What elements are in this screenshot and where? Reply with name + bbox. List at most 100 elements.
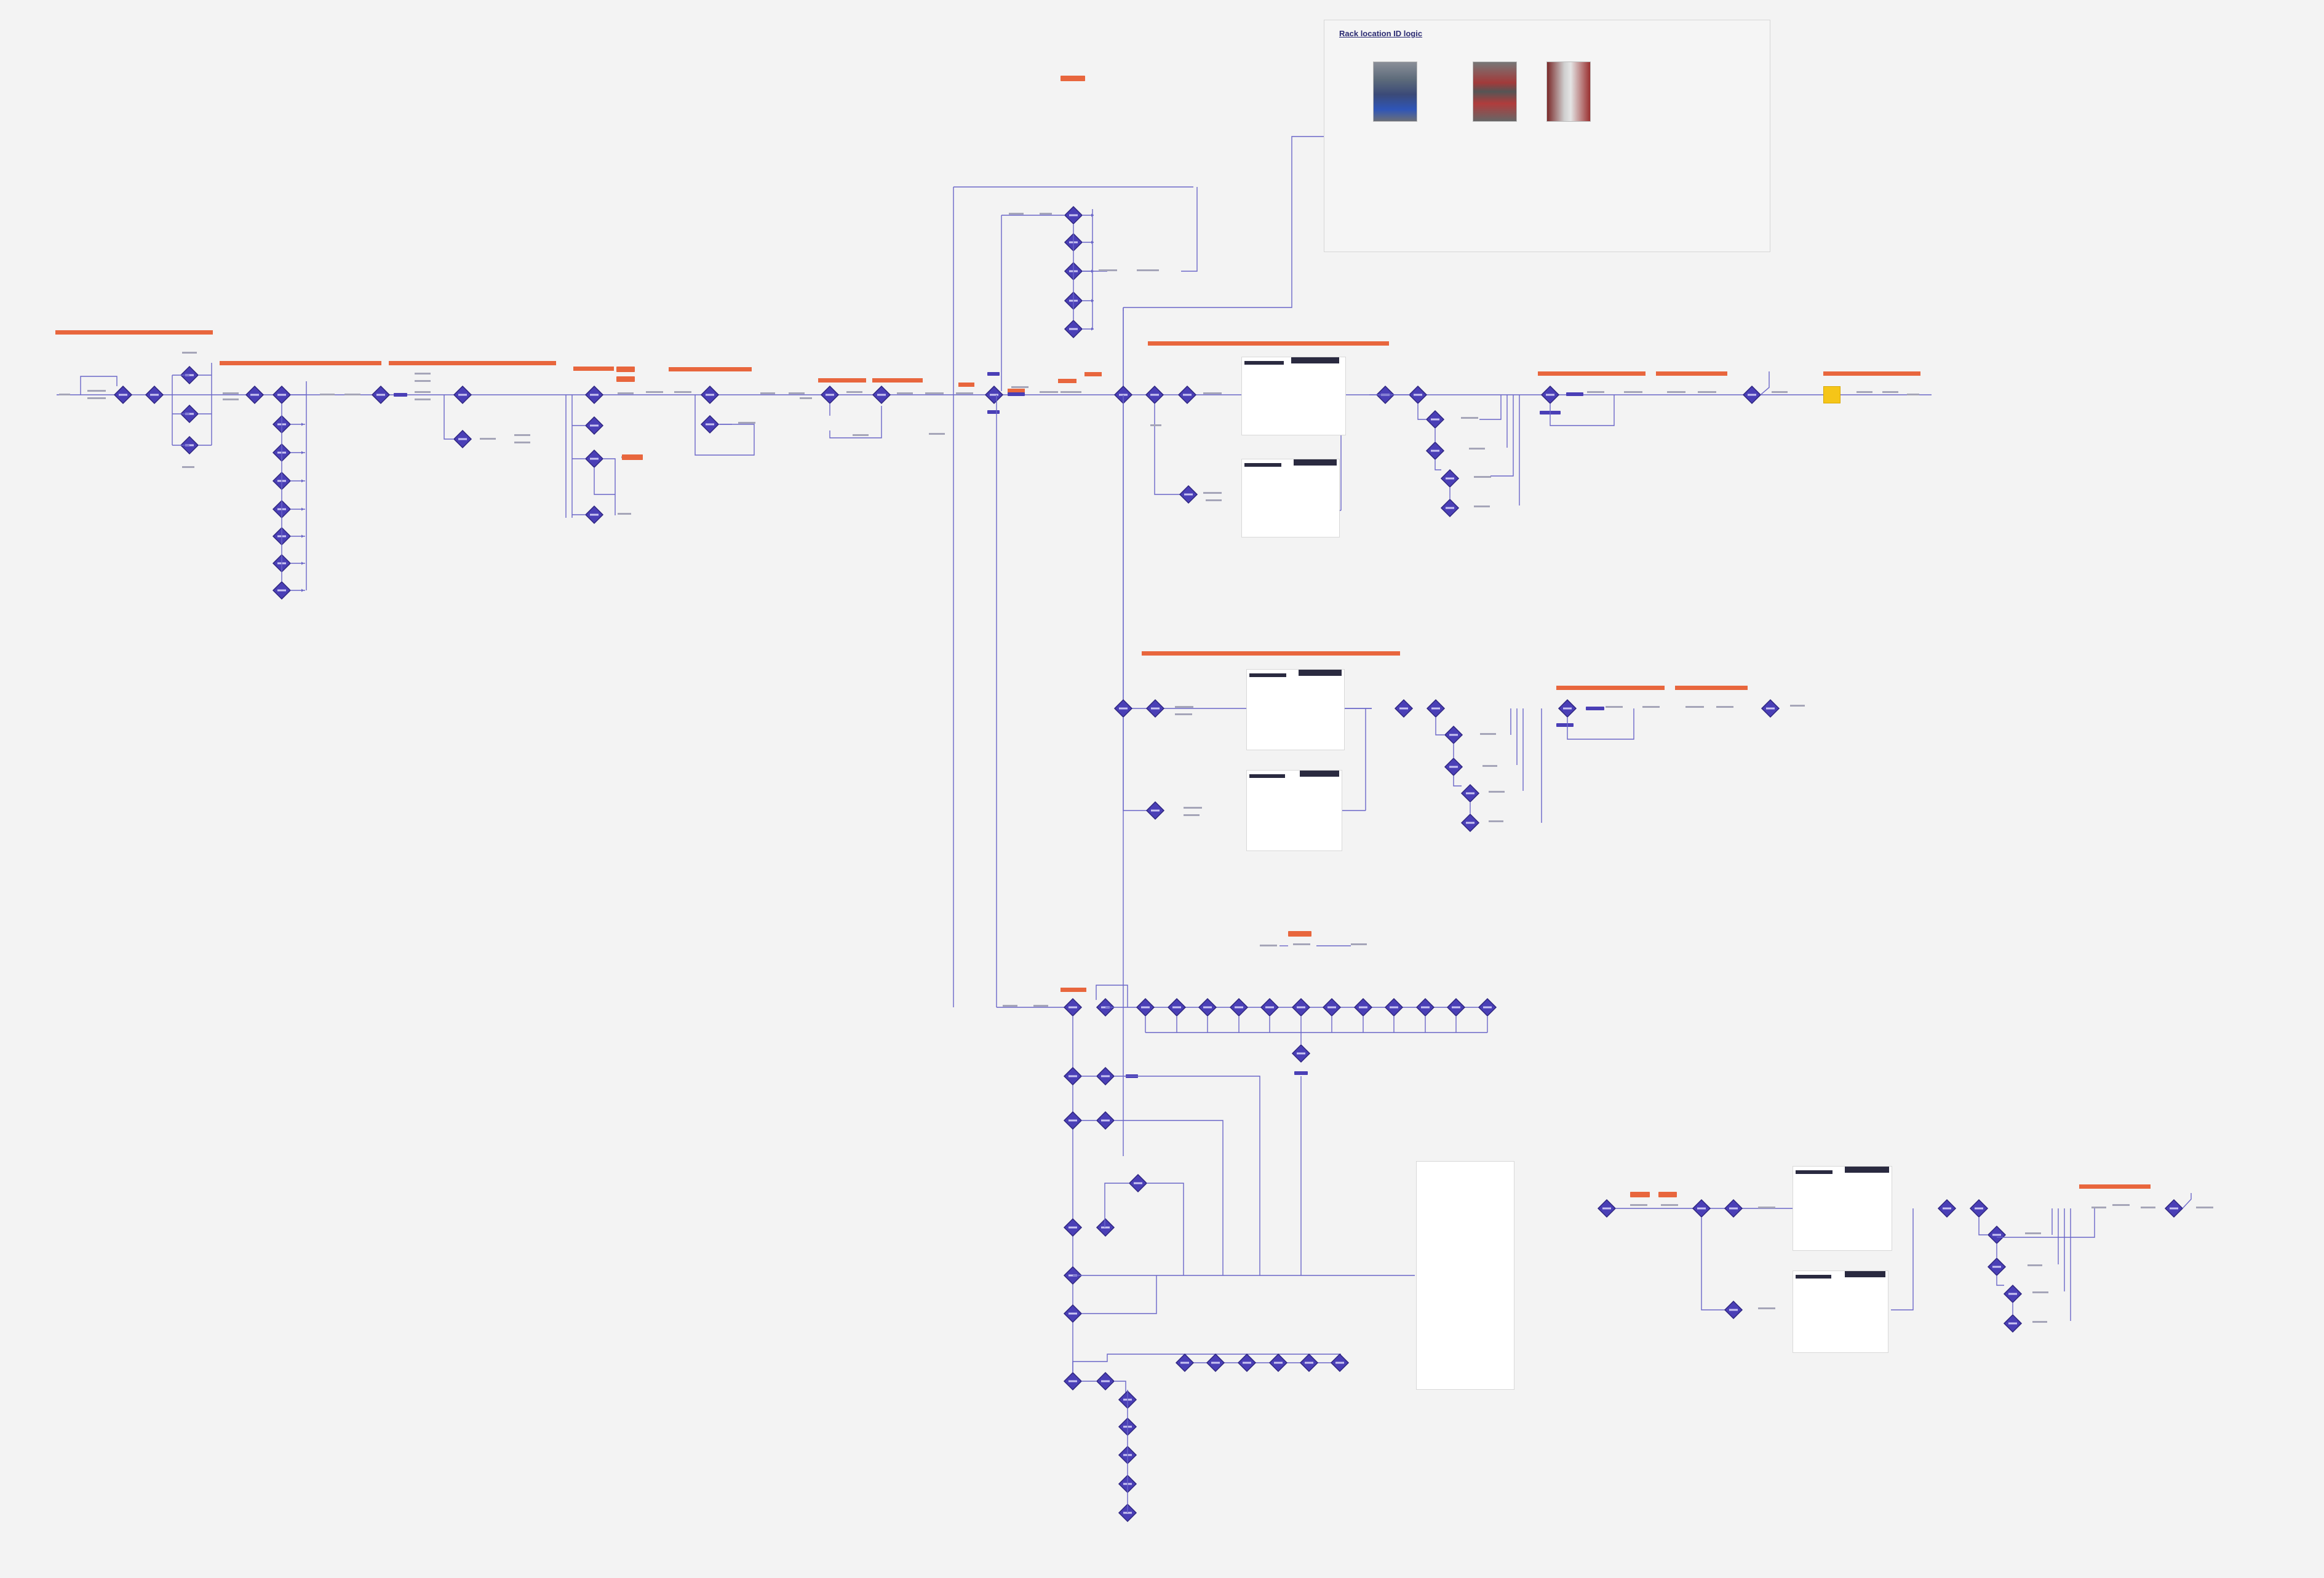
- step-label-placeholder: [925, 392, 944, 394]
- decision-text-placeholder: [1452, 1006, 1460, 1009]
- decision-text-placeholder: [1101, 1380, 1110, 1382]
- step-label-placeholder: [223, 392, 239, 394]
- step-label-placeholder: [1907, 394, 1919, 395]
- connector-line: [1123, 717, 1147, 811]
- decision-text-placeholder: [1563, 707, 1572, 710]
- decision-text-placeholder: [590, 458, 599, 460]
- step-label-placeholder: [415, 391, 431, 393]
- step-label-placeholder: [1489, 820, 1503, 822]
- step-label-placeholder: [1661, 1204, 1678, 1206]
- decision-text-placeholder: [1992, 1234, 2001, 1236]
- step-label-placeholder: [1758, 1207, 1775, 1208]
- decision-text-placeholder: [877, 394, 886, 396]
- orange-tag: [622, 454, 643, 460]
- decision-text-placeholder: [119, 394, 127, 396]
- step-label-placeholder: [789, 392, 805, 394]
- step-label-placeholder: [1099, 269, 1117, 271]
- step-pill[interactable]: [987, 372, 1000, 376]
- connector-line: [1701, 1217, 1725, 1310]
- step-label-placeholder: [1630, 1204, 1647, 1206]
- step-label-placeholder: [1480, 733, 1496, 735]
- arrow-head: [301, 479, 304, 483]
- connector-line: [1417, 403, 1427, 420]
- step-label-placeholder: [2032, 1321, 2047, 1323]
- decision-text-placeholder: [1305, 1362, 1313, 1364]
- step-label-placeholder: [1790, 705, 1805, 707]
- connector-line: [1891, 1208, 1914, 1310]
- section-banner: [1556, 686, 1665, 690]
- step-label-placeholder: [344, 394, 360, 395]
- section-banner: [1148, 341, 1389, 346]
- step-label-placeholder: [618, 392, 634, 394]
- step-label-placeholder: [2112, 1204, 2130, 1206]
- step-label-placeholder: [2091, 1207, 2106, 1208]
- decision-text-placeholder: [1327, 1006, 1336, 1009]
- step-label-placeholder: [1758, 1307, 1775, 1309]
- connector-line: [1123, 136, 1324, 308]
- section-banner: [669, 367, 752, 371]
- orange-tag: [1658, 1192, 1677, 1197]
- decision-text-placeholder: [1297, 1052, 1305, 1055]
- step-label-placeholder: [1587, 391, 1604, 393]
- decision-text-placeholder: [1101, 1119, 1110, 1122]
- step-label-placeholder: [618, 513, 631, 515]
- decision-text-placeholder: [1151, 707, 1160, 710]
- decision-text-placeholder: [1172, 1006, 1181, 1009]
- orange-tag: [616, 376, 635, 382]
- step-label-placeholder: [956, 392, 973, 394]
- step-label-placeholder: [2141, 1207, 2155, 1208]
- step-label-placeholder: [929, 433, 945, 435]
- orange-tag: [1288, 931, 1311, 937]
- warehouse-photo-1: [1373, 61, 1417, 122]
- decision-text-placeholder: [1235, 1006, 1243, 1009]
- step-pill[interactable]: [1566, 392, 1583, 396]
- step-label-placeholder: [87, 397, 106, 399]
- step-label-placeholder: [1009, 213, 1024, 215]
- decision-text-placeholder: [1141, 1006, 1150, 1009]
- lookup-table-6: [1793, 1271, 1888, 1353]
- step-label-placeholder: [1351, 943, 1367, 945]
- decision-text-placeholder: [250, 394, 259, 396]
- step-label-placeholder: [480, 438, 496, 440]
- step-pill[interactable]: [1008, 392, 1025, 396]
- step-label-placeholder: [415, 373, 431, 375]
- decision-text-placeholder: [150, 394, 159, 396]
- decision-text-placeholder: [1546, 394, 1554, 396]
- decision-text-placeholder: [1446, 507, 1454, 509]
- decision-text-placeholder: [1335, 1362, 1344, 1364]
- decision-text-placeholder: [1943, 1207, 1951, 1210]
- section-banner: [573, 367, 614, 371]
- decision-text-placeholder: [1602, 1207, 1611, 1210]
- step-pill[interactable]: [987, 410, 1000, 414]
- decision-text-placeholder: [826, 394, 834, 396]
- decision-text-placeholder: [1729, 1309, 1738, 1311]
- sticky-note-icon[interactable]: [1823, 386, 1840, 403]
- decision-text-placeholder: [1150, 394, 1159, 396]
- step-pill[interactable]: [1556, 723, 1574, 727]
- step-label-placeholder: [1184, 807, 1202, 809]
- section-banner: [220, 361, 381, 365]
- step-label-placeholder: [1716, 706, 1733, 708]
- step-pill[interactable]: [394, 393, 407, 397]
- decision-text-placeholder: [2170, 1207, 2178, 1210]
- decision-text-placeholder: [1466, 822, 1474, 824]
- step-label-placeholder: [514, 442, 530, 443]
- step-label-placeholder: [87, 390, 106, 392]
- decision-text-placeholder: [1483, 1006, 1492, 1009]
- step-label-placeholder: [1667, 391, 1685, 393]
- connector-line: [1147, 1183, 1184, 1275]
- step-label-placeholder: [2028, 1264, 2042, 1266]
- arrow-head: [301, 589, 304, 592]
- decision-text-placeholder: [1992, 1266, 2001, 1268]
- arrow-head: [301, 451, 304, 454]
- step-pill[interactable]: [1586, 707, 1604, 710]
- connector-line: [1096, 985, 1128, 1007]
- decision-text-placeholder: [1134, 1182, 1142, 1184]
- decision-text-placeholder: [1068, 1380, 1077, 1382]
- section-banner: [872, 378, 923, 383]
- step-pill[interactable]: [1294, 1071, 1308, 1075]
- section-banner: [1008, 389, 1025, 393]
- decision-text-placeholder: [1101, 1226, 1110, 1229]
- step-label-placeholder: [182, 352, 197, 354]
